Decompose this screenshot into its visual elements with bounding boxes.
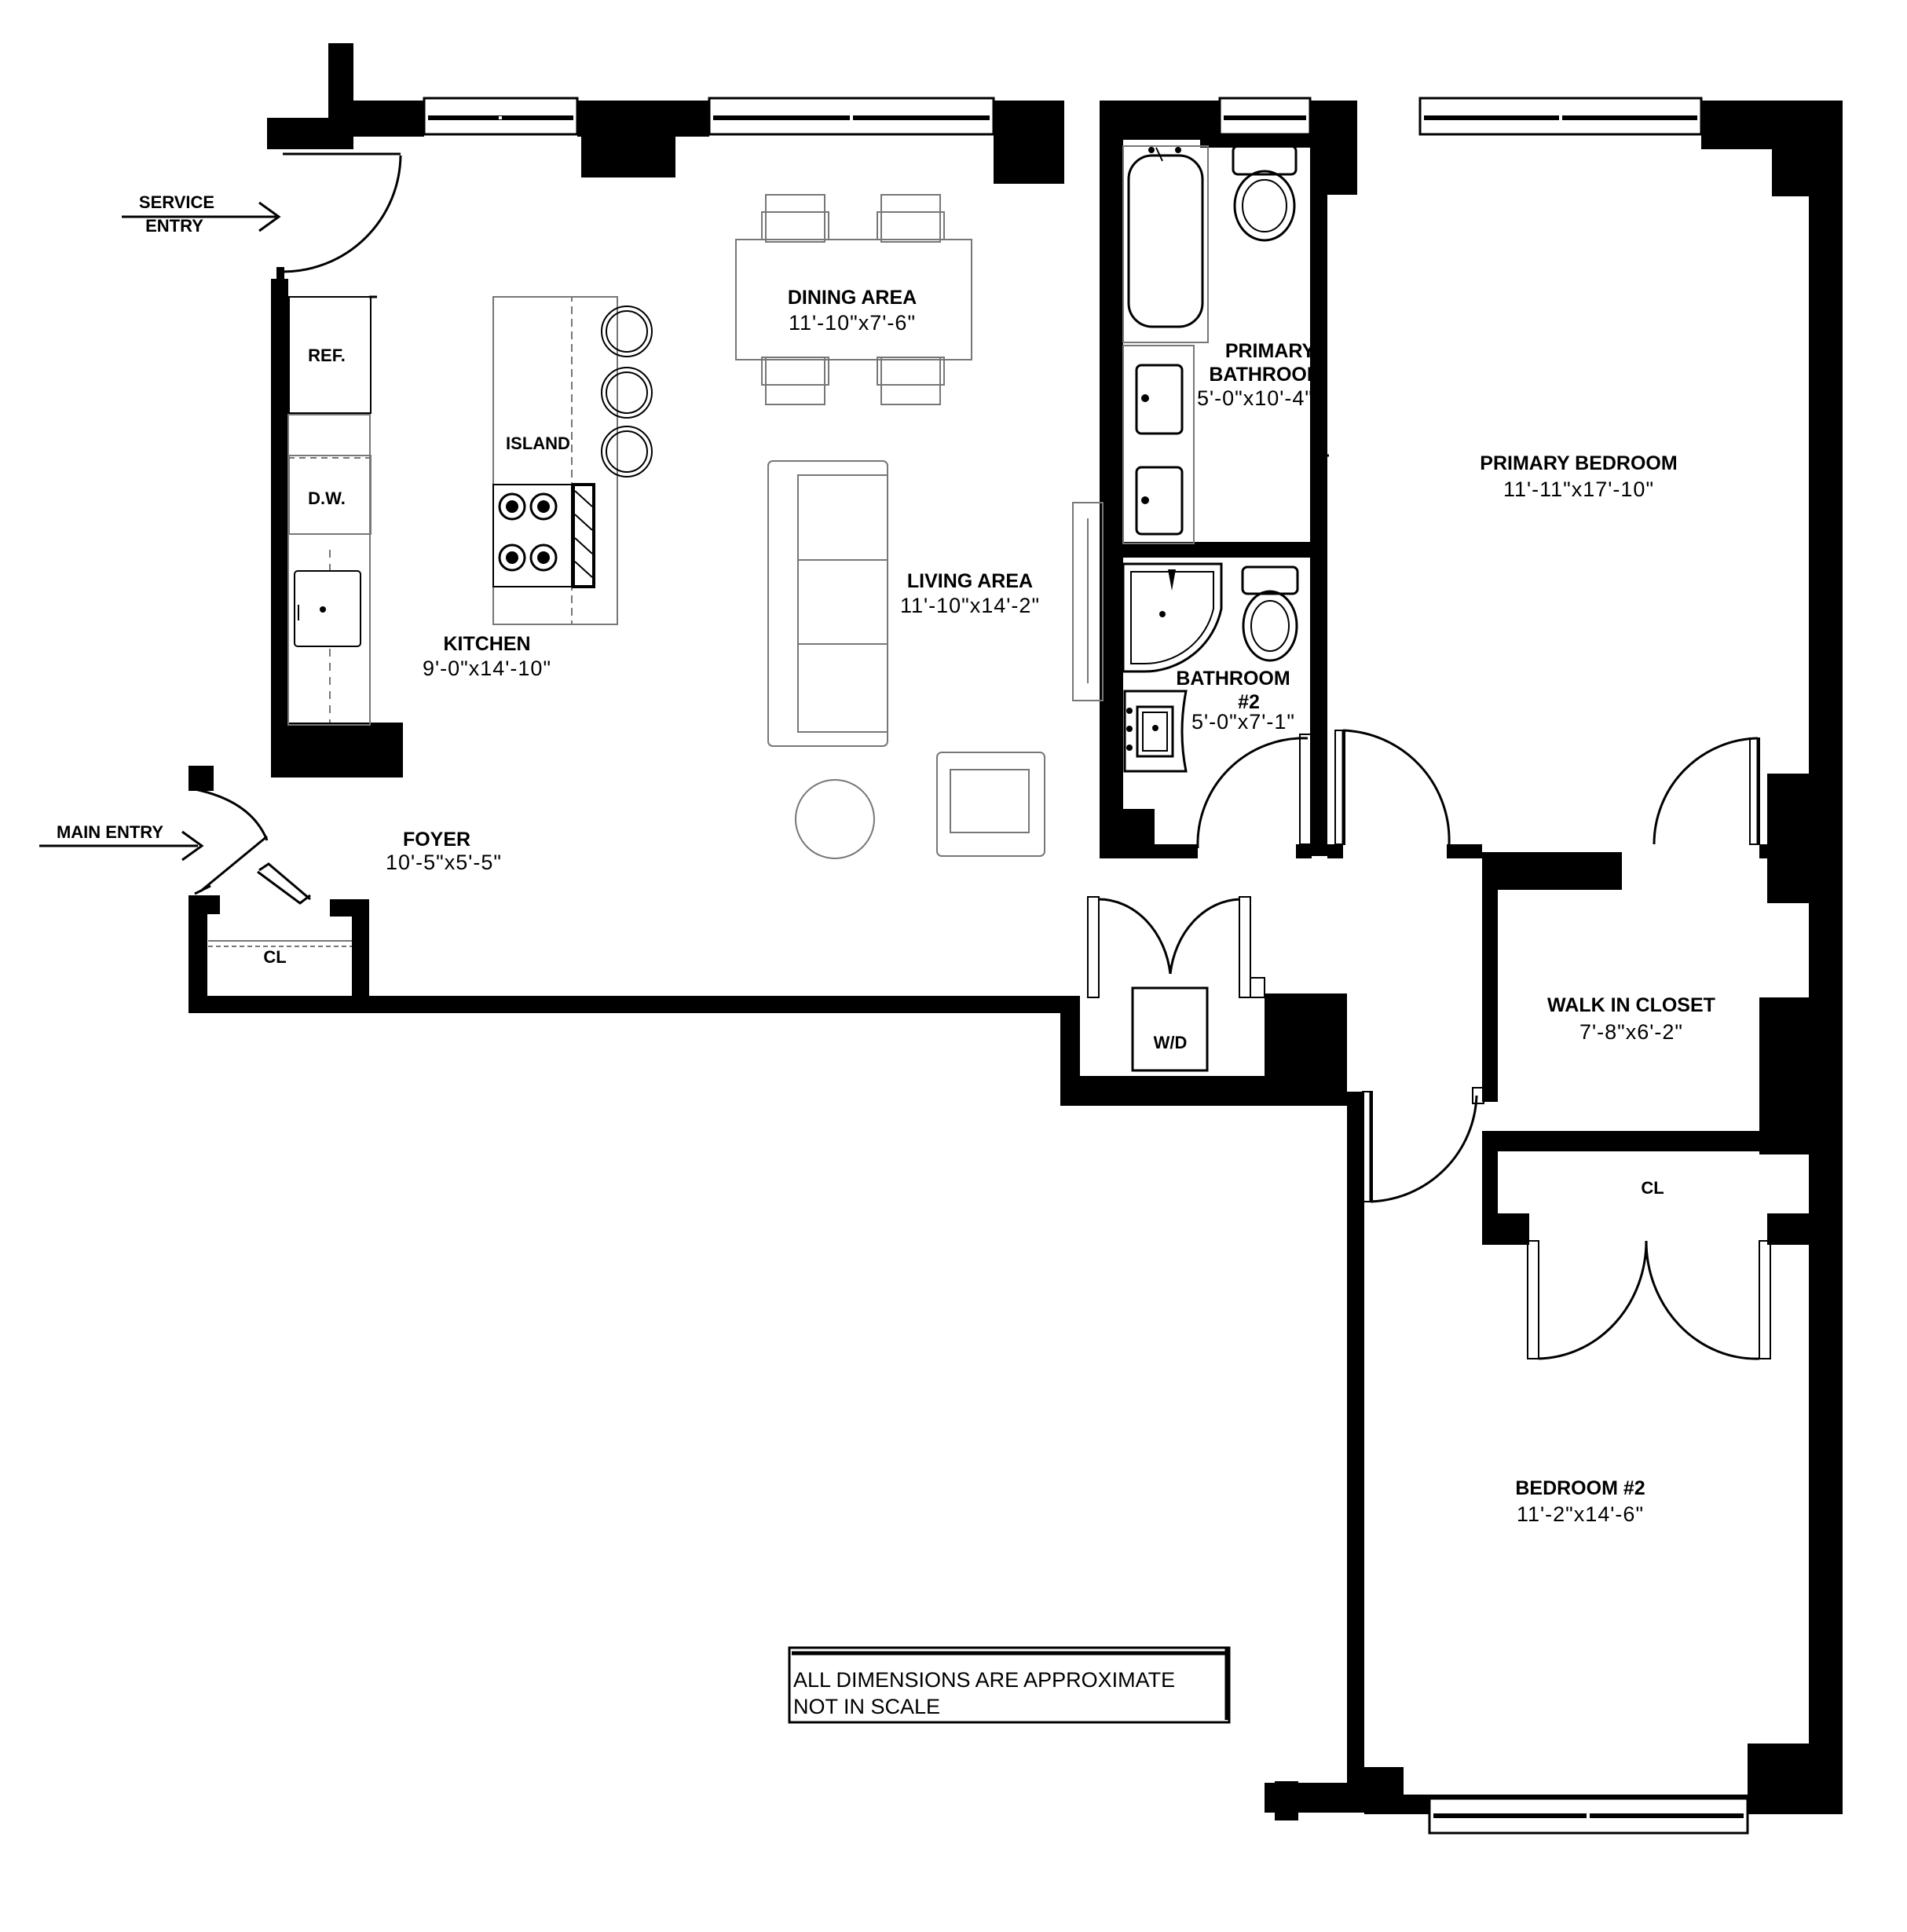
kitchen-dim: 9'-0"x14'-10" bbox=[423, 657, 551, 680]
bathroom-2-dim: 5'-0"x7'-1" bbox=[1191, 710, 1295, 734]
room-labels: DINING AREA 11'-10"x7'-6" KITCHEN 9'-0"x… bbox=[386, 287, 1715, 1526]
sink-bath-2 bbox=[1123, 690, 1188, 773]
walls bbox=[189, 43, 1843, 1820]
windows bbox=[423, 97, 1749, 1835]
dw-label: D.W. bbox=[308, 488, 346, 508]
dishwasher: D.W. bbox=[288, 455, 372, 535]
foyer-name: FOYER bbox=[403, 829, 470, 851]
bedroom-closet-label: CL bbox=[1641, 1178, 1664, 1198]
main-entry-door bbox=[194, 788, 311, 905]
vanity-primary bbox=[1122, 345, 1195, 544]
note-line-1: ALL DIMENSIONS ARE APPROXIMATE bbox=[793, 1668, 1175, 1692]
kitchen-name: KITCHEN bbox=[443, 633, 530, 655]
bedroom-2-dim: 11'-2"x14'-6" bbox=[1517, 1502, 1644, 1526]
wd-label: W/D bbox=[1154, 1033, 1188, 1052]
foyer-closet-label: CL bbox=[263, 947, 286, 967]
primary-bath-fixtures bbox=[1122, 145, 1329, 544]
sofa bbox=[767, 460, 888, 747]
window-kitchen bbox=[423, 97, 579, 136]
living-area-dim: 11'-10"x14'-2" bbox=[900, 594, 1040, 617]
dining-table bbox=[735, 194, 972, 405]
window-dining bbox=[708, 97, 995, 136]
service-entry-door bbox=[276, 152, 402, 281]
bar-stools bbox=[601, 306, 653, 478]
kitchen-island: ISLAND bbox=[492, 296, 653, 625]
kitchen-counter bbox=[287, 414, 371, 726]
window-bath bbox=[1218, 97, 1312, 136]
primary-bedroom-hall-door bbox=[1334, 729, 1451, 845]
main-entry-label: MAIN ENTRY bbox=[57, 822, 163, 842]
bedroom-2-closet-doors bbox=[1527, 1240, 1771, 1360]
doors bbox=[194, 152, 1771, 1360]
washer-dryer: W/D bbox=[1131, 986, 1209, 1072]
wd-closet-doors bbox=[1087, 896, 1265, 998]
tv-console bbox=[1072, 502, 1104, 701]
foyer-dim: 10'-5"x5'-5" bbox=[386, 851, 502, 874]
shower bbox=[1122, 562, 1223, 673]
primary-bedroom-dim: 11'-11"x17'-10" bbox=[1503, 478, 1654, 501]
dining-area-name: DINING AREA bbox=[788, 287, 917, 309]
bathroom-2-door bbox=[1196, 734, 1313, 849]
disclaimer-box: ALL DIMENSIONS ARE APPROXIMATE NOT IN SC… bbox=[788, 1646, 1231, 1724]
ref-label: REF. bbox=[308, 346, 346, 365]
service-entry-arrow-icon bbox=[122, 201, 281, 232]
main-entry-marker: MAIN ENTRY bbox=[39, 822, 204, 862]
note-line-2: NOT IN SCALE bbox=[793, 1695, 940, 1718]
kitchen-sink bbox=[294, 570, 361, 647]
walk-in-closet-door bbox=[1653, 737, 1760, 845]
bathtub bbox=[1122, 145, 1209, 343]
island-label: ISLAND bbox=[506, 434, 570, 453]
bathroom-2-name-2: #2 bbox=[1238, 691, 1260, 713]
living-area-name: LIVING AREA bbox=[907, 570, 1033, 592]
window-bedroom-2 bbox=[1428, 1797, 1749, 1835]
service-entry-label-1: SERVICE bbox=[139, 192, 214, 212]
foyer-closet: CL bbox=[208, 940, 352, 967]
service-entry-label-2: ENTRY bbox=[145, 216, 203, 236]
bedroom-2-door bbox=[1362, 1087, 1484, 1203]
primary-bathroom-name-2: BATHROOM bbox=[1209, 364, 1323, 386]
primary-bathroom-dim: 5'-0"x10'-4" bbox=[1197, 386, 1313, 410]
bathroom-2-name-1: BATHROOM bbox=[1176, 668, 1290, 690]
toilet-primary bbox=[1232, 145, 1298, 242]
dining-chairs bbox=[761, 194, 945, 405]
glass-partition bbox=[1318, 412, 1329, 457]
main-entry-arrow-icon bbox=[39, 830, 204, 862]
walk-in-closet-dim: 7'-8"x6'-2" bbox=[1579, 1020, 1683, 1044]
window-primary-bedroom bbox=[1418, 97, 1703, 136]
dining-area-dim: 11'-10"x7'-6" bbox=[789, 311, 916, 335]
toilet-bath-2 bbox=[1241, 565, 1299, 662]
refrigerator: REF. bbox=[288, 295, 377, 414]
cooktop bbox=[492, 483, 595, 588]
primary-bathroom-name-1: PRIMARY bbox=[1225, 340, 1316, 362]
primary-bedroom-name: PRIMARY BEDROOM bbox=[1480, 452, 1677, 474]
bedroom-2-name: BEDROOM #2 bbox=[1515, 1477, 1645, 1499]
coffee-table bbox=[795, 779, 875, 859]
service-entry-marker: SERVICE ENTRY bbox=[122, 192, 281, 236]
bedroom-2-closet: CL bbox=[1641, 1178, 1664, 1198]
armchair bbox=[936, 752, 1045, 857]
walk-in-closet-name: WALK IN CLOSET bbox=[1547, 994, 1715, 1016]
bath2-fixtures bbox=[1122, 562, 1299, 773]
